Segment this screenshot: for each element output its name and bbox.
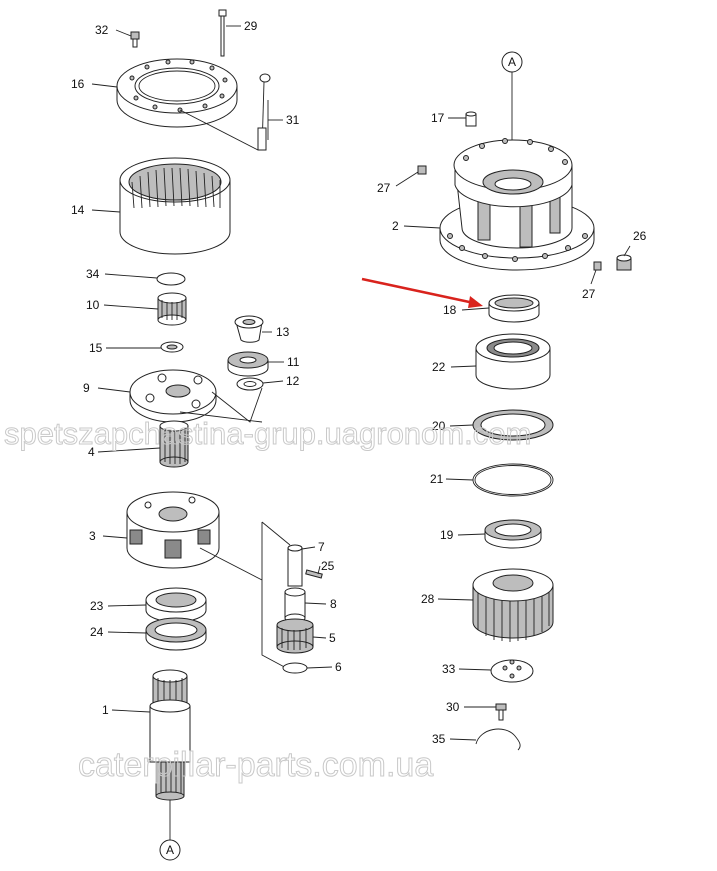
watermark-bottom: caterpillar-parts.com.ua <box>78 746 433 784</box>
callout-23: 23 <box>90 599 104 613</box>
callout-32: 32 <box>95 23 109 37</box>
part-33-end-plate <box>490 659 534 683</box>
part-1-pinion-shaft <box>149 669 191 801</box>
part-35-retaining-wire <box>475 728 521 751</box>
callout-21: 21 <box>430 472 444 486</box>
ref-a-top: A <box>508 55 516 69</box>
callout-20: 20 <box>432 419 446 433</box>
part-17-plug <box>465 111 477 127</box>
callout-28: 28 <box>421 592 435 606</box>
callout-16: 16 <box>71 77 85 91</box>
ref-a-bottom-circle <box>159 839 181 861</box>
part-21-o-ring <box>472 463 554 497</box>
part-14-ring-gear <box>119 157 231 255</box>
callout-25: 25 <box>321 559 335 573</box>
part-10-needle-bearing <box>157 292 187 326</box>
part-15-thrust-washer <box>160 341 184 353</box>
callout-29: 29 <box>244 19 258 33</box>
leader-16-31 <box>179 109 259 151</box>
part-4-sun-gear <box>159 420 189 468</box>
callout-24: 24 <box>90 625 104 639</box>
callout-3: 3 <box>89 529 96 543</box>
leader-3 <box>199 547 263 581</box>
callout-22: 22 <box>432 360 446 374</box>
callout-7: 7 <box>318 540 325 554</box>
part-3-planet-carrier <box>126 491 220 569</box>
part-11-planet-gear <box>227 351 269 377</box>
part-29-long-bolt <box>218 9 227 57</box>
part-20-seal <box>472 409 554 441</box>
highlight-arrow <box>361 277 483 308</box>
callout-leaders <box>91 25 631 741</box>
part-2-swing-housing <box>439 138 595 271</box>
part-9-carrier-plate <box>129 369 217 423</box>
part-25-spring-pin <box>305 569 323 579</box>
part-18-bearing-ring <box>488 294 540 323</box>
callout-2: 2 <box>392 219 399 233</box>
leader-9 <box>179 387 263 423</box>
callout-27-left: 27 <box>377 181 391 195</box>
callout-31: 31 <box>286 113 300 127</box>
part-28-pinion-gear <box>472 568 554 642</box>
callout-8: 8 <box>330 597 337 611</box>
callout-11: 11 <box>287 355 300 369</box>
callout-10: 10 <box>86 298 100 312</box>
part-13-pin <box>234 315 264 343</box>
callout-12: 12 <box>286 374 300 388</box>
part-12-washer <box>236 377 264 391</box>
part-27-fitting-right <box>593 261 602 271</box>
callout-17: 17 <box>431 111 445 125</box>
part-5-planet-gear <box>276 618 314 654</box>
part-34-snap-ring <box>156 272 186 286</box>
callout-35: 35 <box>432 732 446 746</box>
callout-34: 34 <box>86 267 100 281</box>
part-23-roller-bearing <box>145 587 207 623</box>
callout-6: 6 <box>335 660 342 674</box>
part-30-bolt <box>495 703 507 721</box>
callout-30: 30 <box>446 700 460 714</box>
part-19-seal <box>484 519 542 549</box>
callout-5: 5 <box>329 631 336 645</box>
callout-19: 19 <box>440 528 454 542</box>
part-27-fitting-left <box>417 165 427 175</box>
part-7-pin <box>287 544 303 587</box>
callout-14: 14 <box>71 203 85 217</box>
part-26-cap <box>616 254 632 271</box>
callout-15: 15 <box>89 341 103 355</box>
callout-1: 1 <box>102 703 109 717</box>
callout-26: 26 <box>633 229 647 243</box>
callout-labels: 32 29 16 31 14 34 10 15 13 11 12 9 4 3 7… <box>71 19 647 746</box>
part-8-bushing <box>284 587 306 623</box>
callout-27-right: 27 <box>582 287 596 301</box>
part-31-dipstick <box>257 73 271 151</box>
ref-a-bottom: A <box>166 843 174 857</box>
callout-33: 33 <box>442 662 456 676</box>
callout-9: 9 <box>83 381 90 395</box>
callout-13: 13 <box>276 325 290 339</box>
leader-group-5-8 <box>261 521 291 671</box>
part-24-seal <box>145 617 207 651</box>
part-22-roller-bearing <box>475 333 551 390</box>
part-32-bolt <box>130 31 140 48</box>
watermark-top: spetszapchastina-grup.uagronom.com <box>4 416 531 451</box>
part-6-washer <box>282 662 308 674</box>
part-16-flange-ring <box>116 58 238 128</box>
callout-18: 18 <box>443 303 457 317</box>
callout-4: 4 <box>88 445 95 459</box>
